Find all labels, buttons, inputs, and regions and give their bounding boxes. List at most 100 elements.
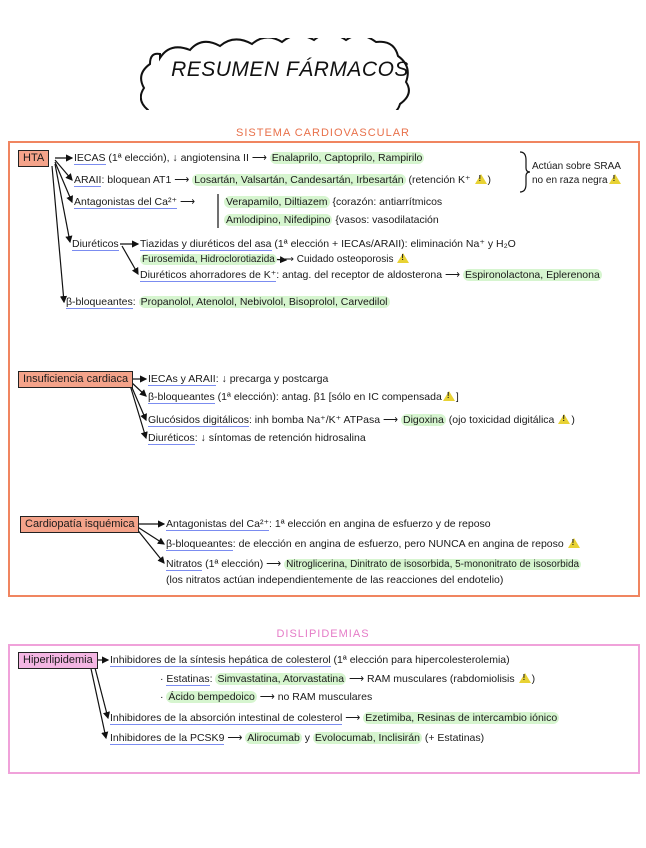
hiper-l2-note: ⟶ RAM musculares (rabdomiolisis [346, 673, 518, 685]
warning-triangle-icon [608, 174, 621, 184]
hta-diureticos-line: Diuréticos [72, 237, 119, 251]
ci-l2-desc: : de elección en angina de esfuerzo, per… [232, 538, 567, 550]
hiper-l1-heading: Inhibidores de la síntesis hepática de c… [110, 654, 331, 667]
ca-note-2: {vasos: vasodilatación [332, 214, 439, 226]
bullet: · [160, 673, 167, 685]
diureticos-heading: Diuréticos [72, 238, 119, 251]
ci-line-1: Antagonistas del Ca²⁺: 1ª elección en an… [166, 517, 491, 531]
hiper-l2-heading: Estatinas [166, 673, 210, 686]
hiper-line-4: Inhibidores de la absorción intestinal d… [110, 711, 560, 725]
ci-l1-heading: Antagonistas del Ca²⁺ [166, 518, 270, 531]
hiper-l5-note: (+ Estatinas) [421, 732, 485, 744]
ic-l1-heading: IECAs y ARAII [148, 373, 216, 386]
antag-ca-arrow: ⟶ [177, 196, 196, 208]
ahorradores-desc: : antag. del receptor de aldosterona ⟶ [276, 269, 463, 281]
tag-hiperlipidemia: Hiperlipidemia [18, 652, 98, 669]
antag-ca-heading: Antagonistas del Ca²⁺ [74, 196, 178, 209]
ci-l3-drugs: Nitroglicerina, Dinitrato de isosorbida,… [284, 559, 582, 570]
warning-triangle-icon [397, 253, 410, 263]
furosemida-note: ⟶ Cuidado osteoporosis [276, 254, 397, 265]
dislipidemias-box [8, 644, 640, 774]
ic-l4-desc: : ↓ síntomas de retención hidrosalina [194, 432, 366, 444]
hiper-line-1: Inhibidores de la síntesis hepática de c… [110, 653, 510, 667]
tiazidas-line: Tiazidas y diuréticos del asa (1ª elecci… [140, 237, 516, 251]
hiper-l1-desc: (1ª elección para hipercolesterolemia) [330, 654, 510, 666]
ic-l3-heading: Glucósidos digitálicos [148, 414, 249, 427]
hiper-l3-drugs: Ácido bempedoico [166, 691, 257, 703]
cardiovascular-box [8, 141, 640, 597]
hiper-l2-drugs: Simvastatina, Atorvastatina [215, 673, 347, 685]
bbloq-drugs: Propanolol, Atenolol, Nebivolol, Bisopro… [138, 296, 390, 308]
ahorradores-line: Diuréticos ahorradores de K⁺: antag. del… [140, 268, 602, 282]
hiper-l4-heading: Inhibidores de la absorción intestinal d… [110, 712, 343, 725]
ic-l4-heading: Diuréticos [148, 432, 195, 445]
tag-insuficiencia-cardiaca: Insuficiencia cardiaca [18, 371, 134, 388]
ahorradores-heading: Diuréticos ahorradores de K⁺ [140, 269, 277, 282]
tag-cardiopatia-isquemica: Cardiopatía isquémica [20, 516, 140, 533]
tiazidas-heading: Tiazidas y diuréticos del asa [140, 238, 272, 251]
hta-antag-ca-line: Antagonistas del Ca²⁺ ⟶ [74, 195, 195, 209]
ca-line-2: Amlodipino, Nifedipino {vasos: vasodilat… [224, 213, 439, 227]
ic-line-1: IECAs y ARAII: ↓ precarga y postcarga [148, 372, 328, 386]
hiper-l5-drugs-2: Evolocumab, Inclisirán [312, 732, 422, 744]
furosemida-line: Furosemida, Hidroclorotiazida ⟶ Cuidado … [140, 252, 410, 267]
tag-hta: HTA [18, 150, 50, 167]
ca-line-1: Verapamilo, Diltiazem {corazón: antiarrí… [224, 195, 442, 209]
ci-l2-heading: β-bloqueantes [166, 538, 233, 551]
tiazidas-desc: (1ª elección + IECAs/ARAII): eliminación… [271, 238, 516, 250]
araii-desc: : bloquean AT1 ⟶ [101, 174, 193, 186]
ca-note-1: {corazón: antiarrítmicos [329, 196, 443, 208]
ci-l3-desc: (1ª elección) ⟶ [202, 558, 285, 570]
ca-drugs-2: Amlodipino, Nifedipino [224, 214, 333, 226]
araii-heading: ARAII [74, 174, 102, 187]
ic-l2-end: ] [455, 391, 459, 403]
ic-line-4: Diuréticos: ↓ síntomas de retención hidr… [148, 431, 366, 445]
ic-l3-drugs: Digoxina [400, 414, 446, 426]
araii-drugs: Losartán, Valsartán, Candesartán, Irbesa… [192, 174, 406, 186]
hiper-line-3: · Ácido bempedoico ⟶ no RAM musculares [160, 690, 372, 704]
hiper-l2-end: ) [531, 673, 536, 685]
furosemida-drugs: Furosemida, Hidroclorotiazida [140, 254, 277, 265]
hiper-l5-drugs: Alirocumab [245, 732, 302, 744]
warning-triangle-icon [518, 673, 531, 683]
ic-l2-desc: (1ª elección): antag. β1 [sólo en IC com… [214, 391, 442, 403]
ic-l3-note: (ojo toxicidad digitálica [445, 414, 558, 426]
hiper-l4-arrow: ⟶ [342, 712, 364, 724]
ci-l1-desc: : 1ª elección en angina de esfuerzo y de… [269, 518, 491, 530]
ic-line-3: Glucósidos digitálicos: inh bomba Na⁺/K⁺… [148, 413, 575, 427]
ic-l1-desc: : ↓ precarga y postcarga [215, 373, 329, 385]
ci-l4-note: (los nitratos actúan independientemente … [166, 574, 504, 586]
araii-note: (retención K⁺ [405, 174, 474, 186]
section-heading-dislipidemias: DISLIPIDEMIAS [276, 628, 370, 640]
hiper-l4-drugs: Ezetimiba, Resinas de intercambio iónico [363, 712, 560, 724]
ahorradores-drugs: Espironolactona, Eplerenona [462, 269, 602, 281]
araii-note-end: ) [487, 174, 492, 186]
hiper-l2-sep: : [209, 673, 216, 685]
hta-bbloq-line: β-bloqueantes: Propanolol, Atenolol, Neb… [66, 295, 390, 309]
section-heading-cardiovascular: SISTEMA CARDIOVASCULAR [236, 127, 410, 139]
brace-note-1: Actúan sobre SRAA [532, 161, 621, 172]
ci-line-3: Nitratos (1ª elección) ⟶ Nitroglicerina,… [166, 557, 582, 572]
bbloq-heading: β-bloqueantes [66, 296, 133, 309]
title-cloud-frame [140, 38, 410, 110]
hiper-l5-mid: y [301, 732, 313, 744]
iecas-desc: (1ª elección), ↓ angiotensina II ⟶ [105, 152, 270, 164]
bbloq-sep: : [132, 296, 139, 308]
ca-drugs-1: Verapamilo, Diltiazem [224, 196, 330, 208]
bullet: · [160, 691, 167, 703]
ci-line-4: (los nitratos actúan independientemente … [166, 573, 503, 587]
hiper-line-2: · Estatinas: Simvastatina, Atorvastatina… [160, 672, 535, 686]
brace-note-2-line: no en raza negra [532, 173, 622, 188]
ic-l3-end: ) [571, 414, 575, 426]
warning-triangle-icon [567, 538, 580, 548]
warning-triangle-icon [442, 391, 455, 401]
hiper-l3-note: ⟶ no RAM musculares [256, 691, 373, 703]
hiper-l5-heading: Inhibidores de la PCSK9 [110, 732, 225, 745]
hta-iecas-line: IECAS (1ª elección), ↓ angiotensina II ⟶… [74, 151, 425, 165]
brace-note-2: no en raza negra [532, 175, 608, 186]
hiper-line-5: Inhibidores de la PCSK9 ⟶ Alirocumab y E… [110, 731, 484, 745]
ic-l2-heading: β-bloqueantes [148, 391, 215, 404]
ci-l3-heading: Nitratos [166, 558, 203, 571]
iecas-heading: IECAS [74, 152, 106, 165]
ic-l3-desc: : inh bomba Na⁺/K⁺ ATPasa ⟶ [248, 414, 401, 426]
